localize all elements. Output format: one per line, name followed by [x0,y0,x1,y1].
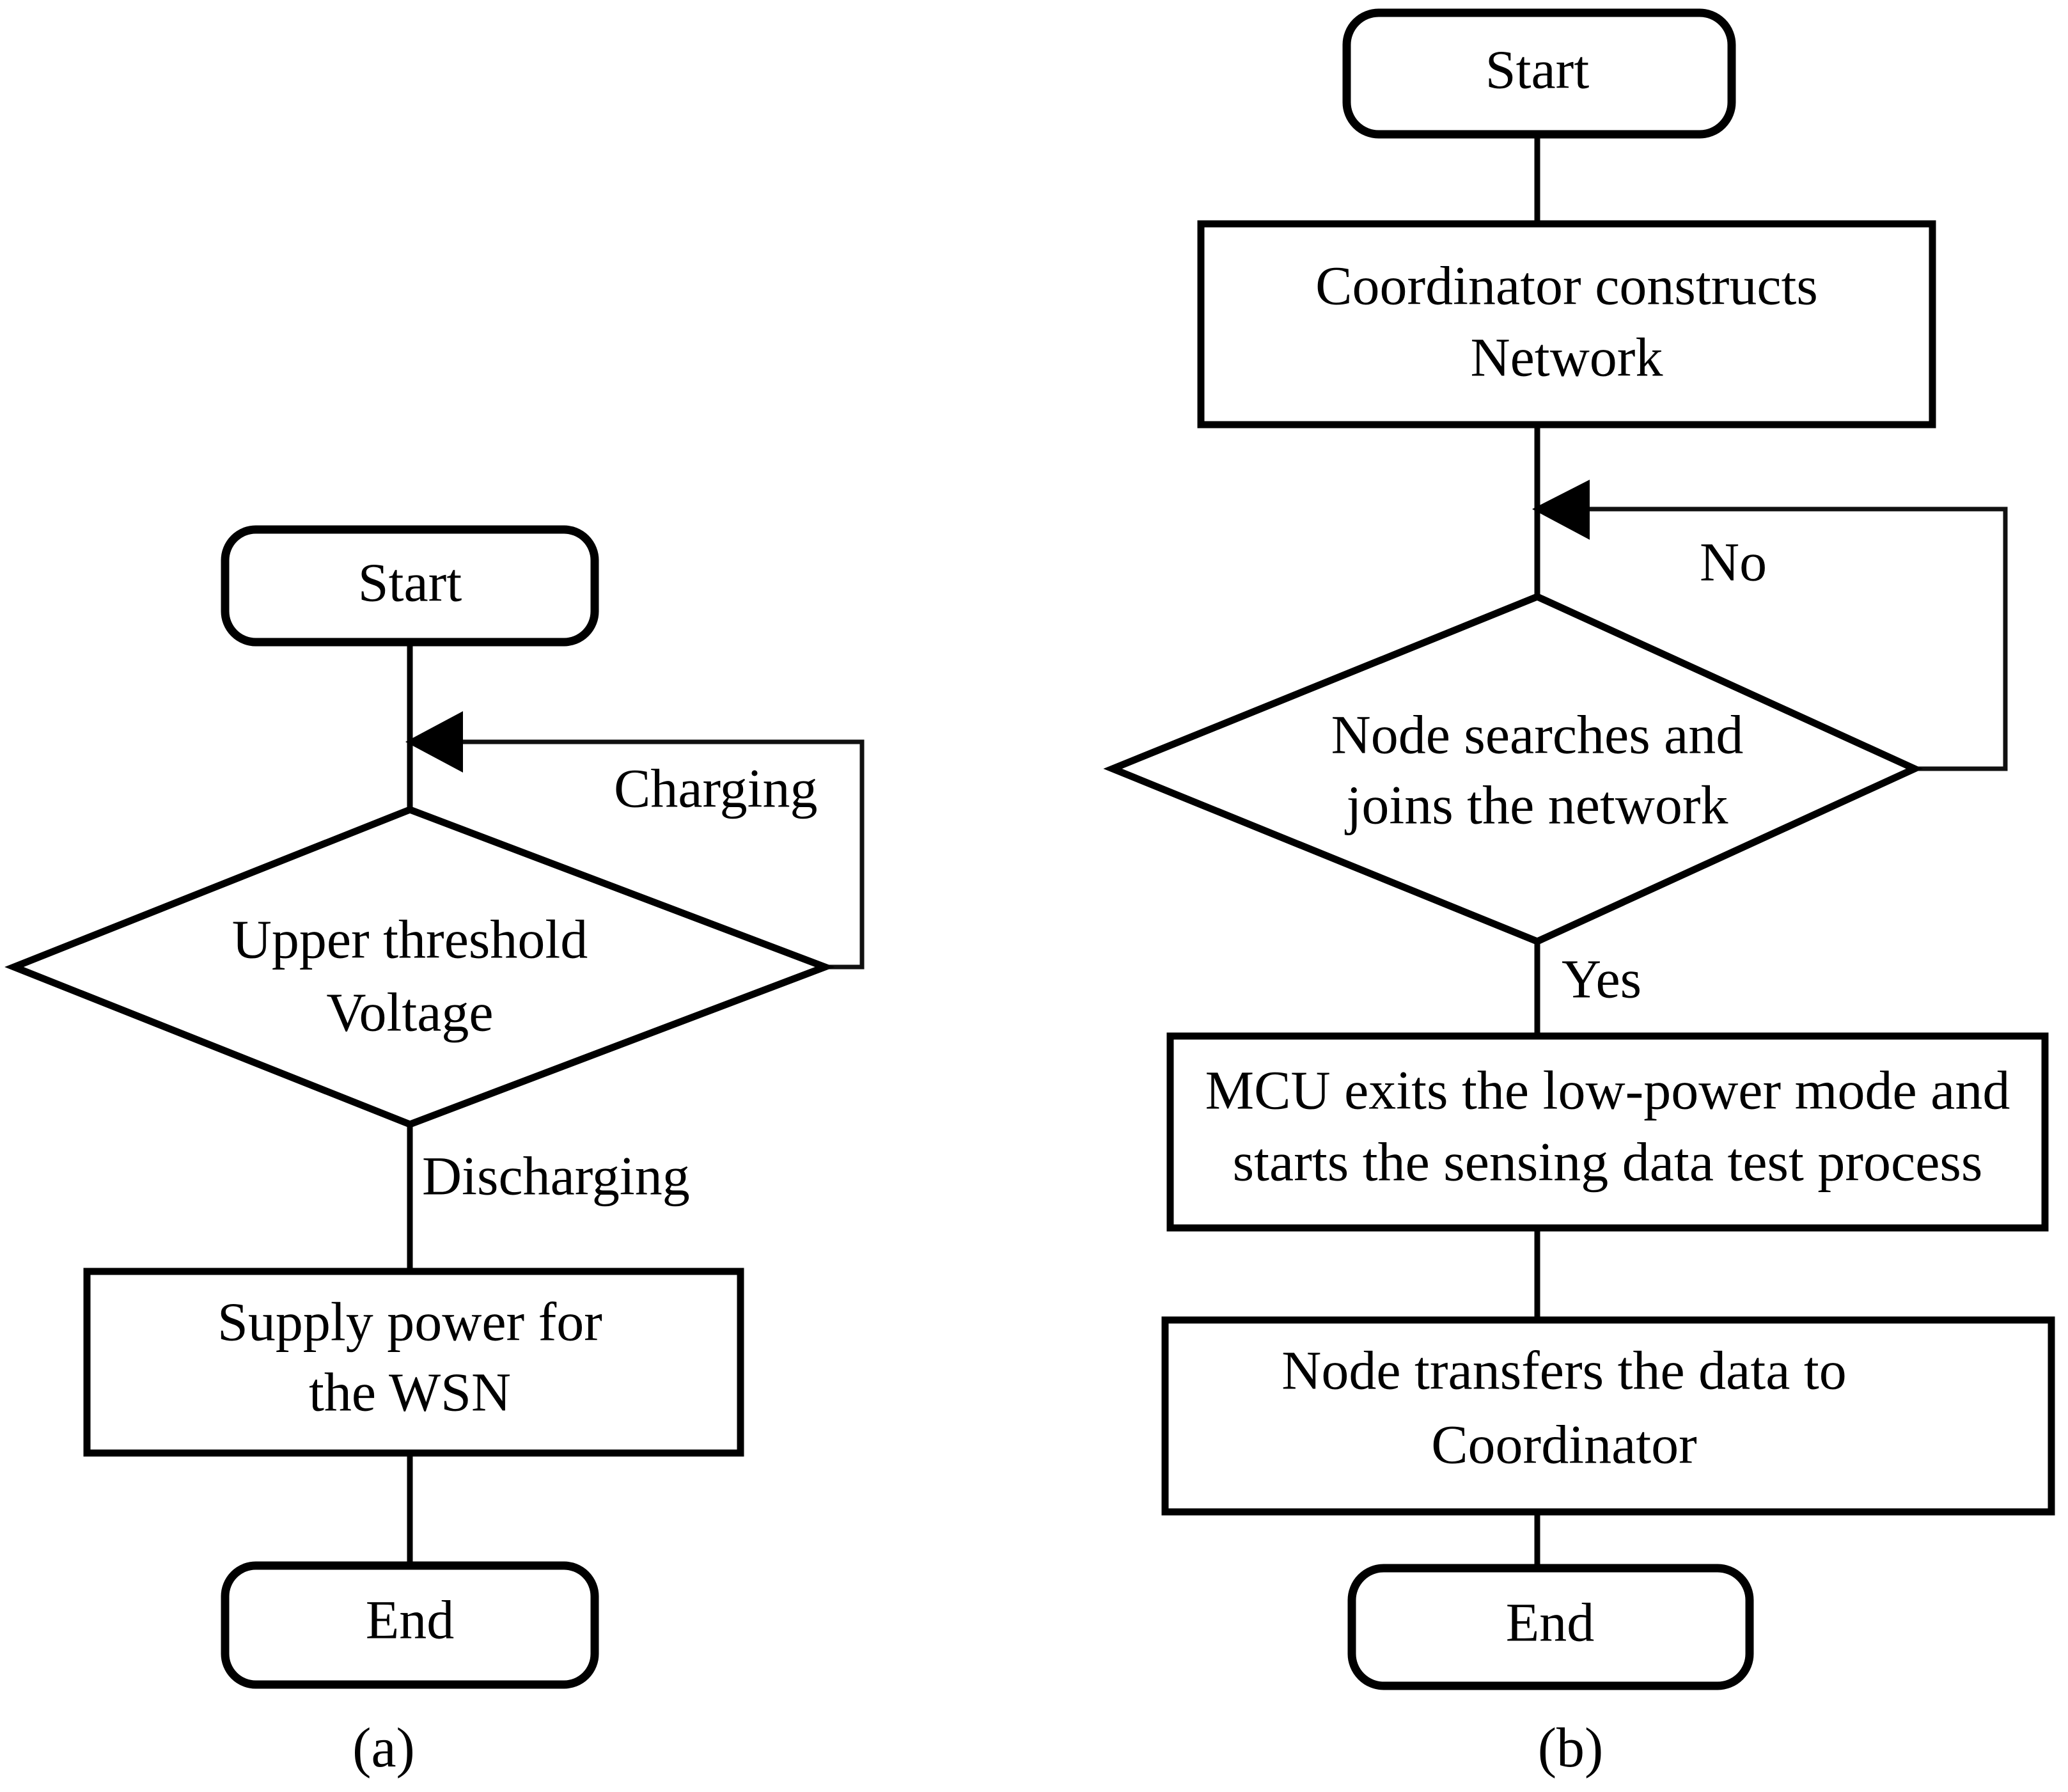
a-loop-arrowhead [405,711,463,773]
a-conn-charging-loop [463,739,865,970]
caption-a: (a) [352,1717,415,1779]
b-transfer-label-line2: Coordinator [1431,1414,1697,1475]
b-mcu-label-line2: starts the sensing data test process [1233,1131,1983,1193]
b-coordinator-label-line2: Network [1471,327,1663,388]
a-process-label-line2: the WSN [309,1362,511,1423]
a-process-label-line1: Supply power for [217,1291,602,1353]
a-end-label: End [366,1589,455,1651]
b-end-label: End [1506,1592,1595,1653]
a-process-shape [83,1268,744,1457]
b-mcu-shape [1166,1032,2049,1232]
b-coordinator-label-line1: Coordinator constructs [1315,255,1818,317]
a-decision-label-line1: Upper threshold [232,909,588,970]
b-end-shape [1347,1564,1754,1690]
b-decision-shape [1103,593,1923,945]
b-loop-label: No [1700,531,1767,593]
b-coordinator-shape [1197,220,1936,428]
a-start-label: Start [358,552,462,613]
b-transfer-shape [1161,1316,2055,1516]
a-decision-label-line2: Voltage [326,982,493,1043]
b-mcu-label-line1: MCU exits the low-power mode and [1205,1060,2010,1121]
b-decision-label-line1: Node searches and [1331,704,1744,766]
a-down-label: Discharging [422,1145,690,1207]
caption-b: (b) [1538,1717,1604,1779]
b-decision-label-line2: joins the network [1344,774,1728,836]
b-down-label: Yes [1562,948,1641,1010]
b-loop-arrowhead [1532,480,1590,540]
b-start-label: Start [1485,39,1590,100]
b-conn-no-loop [1590,507,2008,771]
a-loop-label: Charging [614,758,818,819]
a-end-shape [221,1561,599,1689]
b-transfer-label-line1: Node transfers the data to [1281,1340,1847,1401]
